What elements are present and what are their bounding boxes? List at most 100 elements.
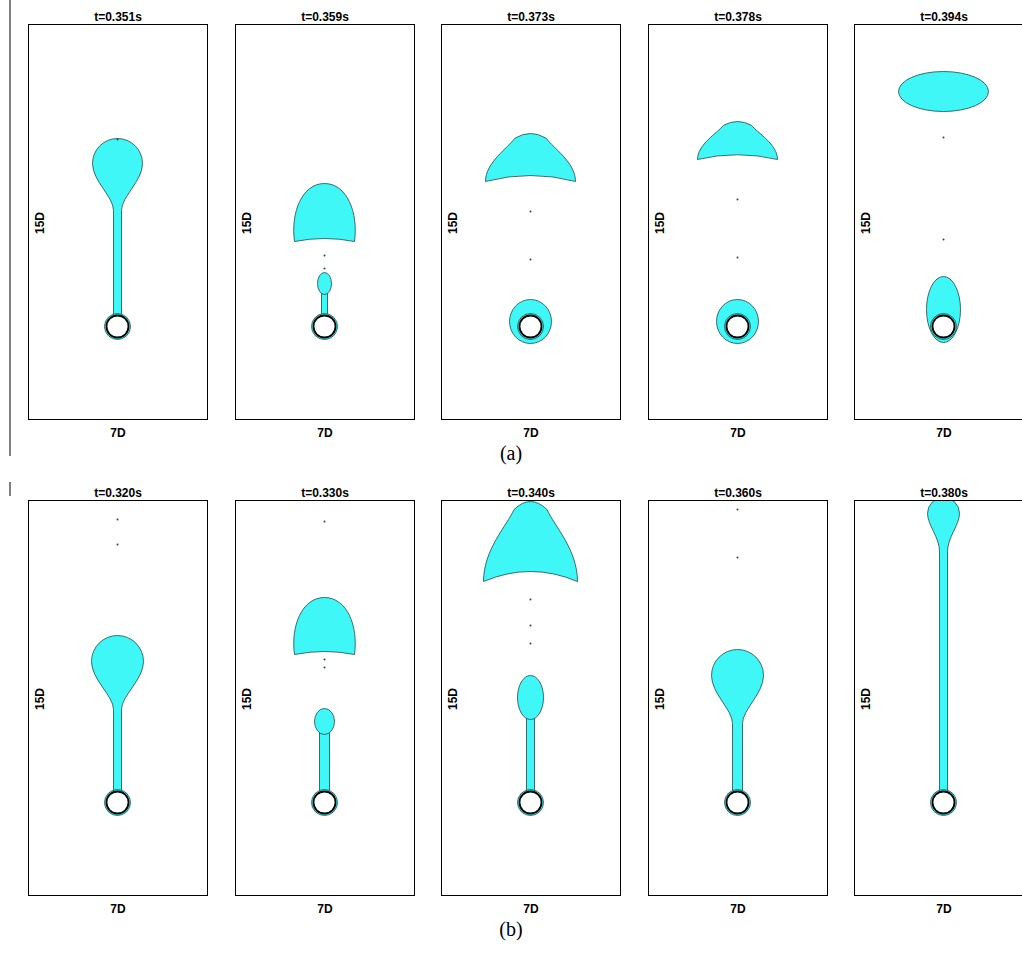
liquid-region (518, 676, 544, 720)
simulation-panel (648, 500, 828, 896)
simulation-panel (28, 24, 208, 420)
simulation-panel (235, 500, 415, 896)
liquid-film (518, 790, 544, 816)
time-label: t=0.373s (507, 10, 555, 24)
satellite-droplet (943, 239, 945, 241)
liquid-film (931, 314, 957, 340)
cylinder (314, 316, 336, 338)
liquid-region (294, 184, 356, 242)
cylinder (727, 792, 749, 814)
satellite-droplet (530, 211, 532, 213)
liquid-region (93, 139, 143, 327)
liquid-film (105, 314, 131, 340)
axis-label: 7D (523, 902, 538, 916)
axis-label: 15D (653, 688, 667, 710)
liquid-region (698, 122, 778, 160)
satellite-droplet (737, 199, 739, 201)
simulation-panel (648, 24, 828, 420)
satellite-droplet (737, 509, 739, 511)
simulation-panel (854, 500, 1022, 896)
axis-label: 15D (240, 688, 254, 710)
liquid-film (312, 314, 338, 340)
time-label: t=0.330s (301, 486, 349, 500)
liquid-film (518, 314, 544, 340)
satellite-droplet (530, 599, 532, 601)
satellite-droplet (737, 557, 739, 559)
axis-label: 15D (446, 212, 460, 234)
satellite-droplet (117, 519, 119, 521)
liquid-film (105, 790, 131, 816)
liquid-region (927, 277, 961, 343)
cylinder (107, 792, 129, 814)
satellite-droplet (324, 667, 326, 669)
liquid-film (312, 790, 338, 816)
axis-label: 7D (730, 426, 745, 440)
simulation-panel (235, 24, 415, 420)
liquid-region (92, 636, 144, 803)
time-label: t=0.380s (920, 486, 968, 500)
subfigure-label: (b) (499, 918, 522, 941)
axis-label: 7D (730, 902, 745, 916)
satellite-droplet (943, 137, 945, 139)
simulation-panel (28, 500, 208, 896)
droplet-snapshot (442, 501, 619, 894)
cylinder (933, 792, 955, 814)
axis-label: 7D (110, 902, 125, 916)
cylinder (107, 316, 129, 338)
time-label: t=0.394s (920, 10, 968, 24)
cylinder (727, 316, 749, 338)
droplet-snapshot (236, 25, 413, 418)
droplet-snapshot (855, 25, 1022, 418)
axis-label: 15D (653, 212, 667, 234)
cylinder (933, 316, 955, 338)
axis-label: 15D (33, 212, 47, 234)
time-label: t=0.359s (301, 10, 349, 24)
cylinder (520, 316, 542, 338)
liquid-region (899, 72, 989, 112)
satellite-droplet (324, 521, 326, 523)
axis-label: 7D (110, 426, 125, 440)
satellite-droplet (324, 268, 326, 270)
droplet-snapshot (29, 501, 206, 894)
time-label: t=0.340s (507, 486, 555, 500)
droplet-snapshot (649, 25, 826, 418)
cylinder (314, 792, 336, 814)
simulation-panel (441, 500, 621, 896)
droplet-snapshot (236, 501, 413, 894)
axis-label: 15D (240, 212, 254, 234)
axis-label: 7D (317, 426, 332, 440)
liquid-region (712, 650, 764, 803)
satellite-droplet (324, 659, 326, 661)
axis-label: 15D (859, 688, 873, 710)
liquid-region (486, 134, 576, 182)
liquid-region (315, 709, 335, 735)
liquid-region (318, 273, 332, 295)
satellite-droplet (324, 255, 326, 257)
cylinder (520, 792, 542, 814)
liquid-region (928, 501, 960, 803)
axis-label: 7D (523, 426, 538, 440)
satellite-droplet (737, 257, 739, 259)
satellite-droplet (530, 643, 532, 645)
liquid-region (294, 598, 356, 655)
time-label: t=0.378s (714, 10, 762, 24)
droplet-snapshot (442, 25, 619, 418)
axis-label: 15D (446, 688, 460, 710)
time-label: t=0.351s (94, 10, 142, 24)
liquid-film (725, 790, 751, 816)
droplet-snapshot (29, 25, 206, 418)
axis-label: 7D (936, 902, 951, 916)
droplet-snapshot (649, 501, 826, 894)
satellite-droplet (530, 259, 532, 261)
time-label: t=0.360s (714, 486, 762, 500)
liquid-region (717, 300, 759, 344)
axis-label: 7D (317, 902, 332, 916)
liquid-film (931, 790, 957, 816)
time-label: t=0.320s (94, 486, 142, 500)
satellite-droplet (117, 544, 119, 546)
satellite-droplet (530, 625, 532, 627)
simulation-panel (441, 24, 621, 420)
axis-label: 15D (33, 688, 47, 710)
simulation-panel (854, 24, 1022, 420)
axis-label: 7D (936, 426, 951, 440)
